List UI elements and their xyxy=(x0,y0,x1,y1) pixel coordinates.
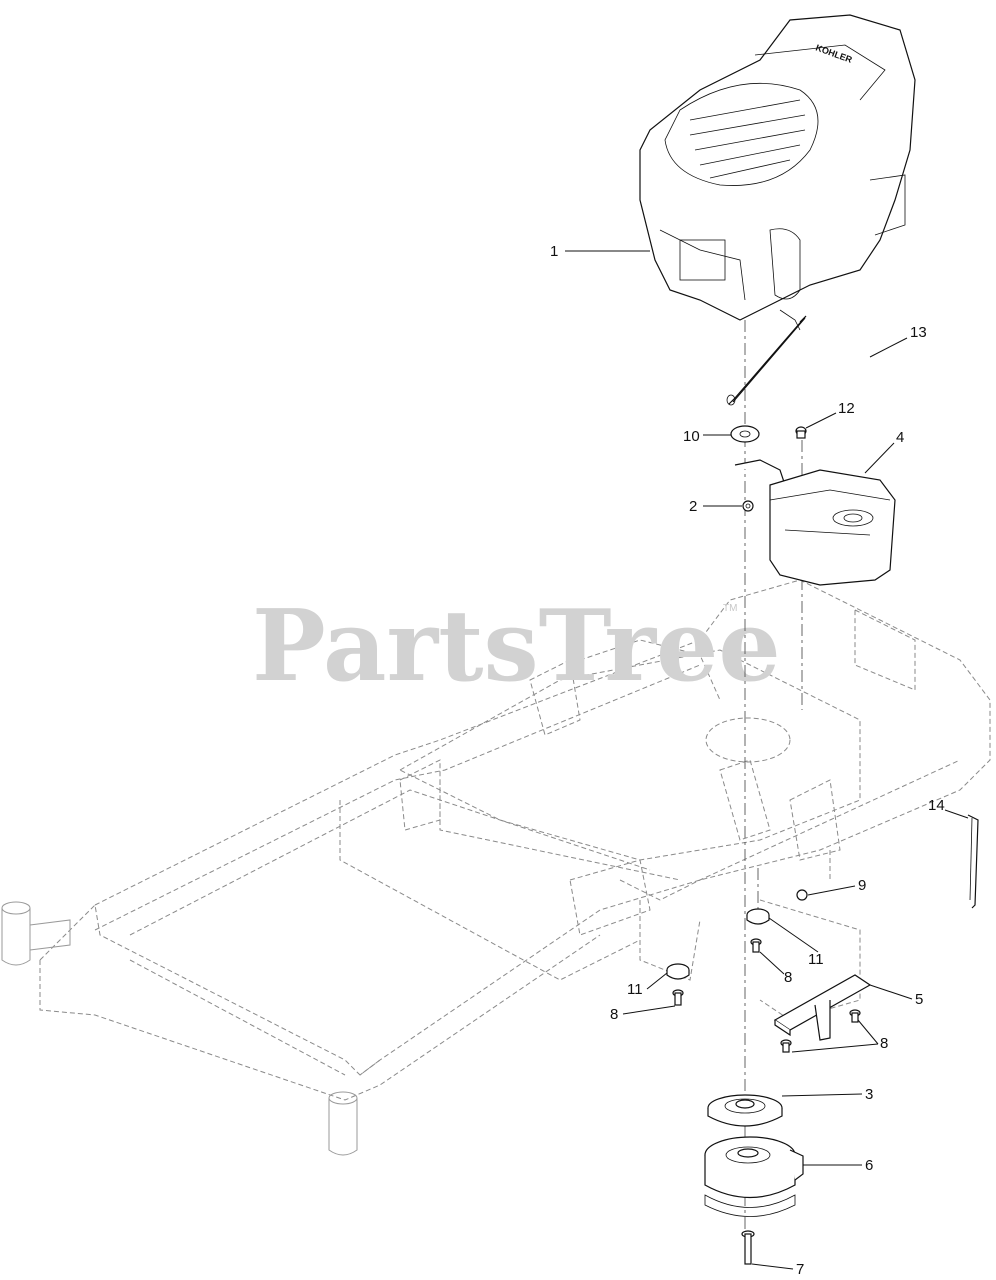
callout-5[interactable]: 5 xyxy=(869,984,923,1008)
svg-text:4: 4 xyxy=(896,429,904,446)
svg-text:9: 9 xyxy=(858,877,866,894)
svg-text:11: 11 xyxy=(808,951,824,968)
spacer-part-11-upper[interactable] xyxy=(746,908,770,925)
callout-2[interactable]: 2 xyxy=(689,498,742,515)
callout-11-upper[interactable]: 11 xyxy=(768,917,824,968)
nut-part-2[interactable] xyxy=(742,500,754,512)
callout-9[interactable]: 9 xyxy=(807,877,866,896)
bolt-part-8-upper[interactable] xyxy=(750,938,762,953)
bolt-part-8-lower[interactable] xyxy=(672,989,684,1006)
watermark-trademark: TM xyxy=(723,603,737,614)
watermark-text: PartsTree xyxy=(252,589,781,704)
svg-text:13: 13 xyxy=(910,324,927,341)
callout-3[interactable]: 3 xyxy=(781,1086,873,1103)
left-caster-post xyxy=(1,901,71,966)
mower-frame xyxy=(1,579,991,1156)
svg-text:10: 10 xyxy=(683,428,700,445)
bolt-part-8-bracket-left[interactable] xyxy=(780,1039,792,1053)
callout-14[interactable]: 14 xyxy=(928,797,969,819)
muffler-part-4[interactable] xyxy=(734,459,896,586)
callout-4[interactable]: 4 xyxy=(864,429,904,474)
callout-8-bracket[interactable]: 8 xyxy=(791,1019,888,1053)
svg-text:12: 12 xyxy=(838,400,855,417)
svg-text:8: 8 xyxy=(784,969,792,986)
callout-7[interactable]: 7 xyxy=(751,1261,804,1278)
svg-text:2: 2 xyxy=(689,498,697,515)
svg-text:7: 7 xyxy=(796,1261,804,1278)
svg-text:5: 5 xyxy=(915,991,923,1008)
callout-13[interactable]: 13 xyxy=(869,324,927,358)
callout-11-lower[interactable]: 11 xyxy=(627,972,668,998)
engine-part-1[interactable]: KOHLER xyxy=(639,14,916,331)
bolt-part-12[interactable] xyxy=(795,426,807,439)
svg-text:1: 1 xyxy=(550,243,558,260)
callout-6[interactable]: 6 xyxy=(803,1157,873,1174)
callout-10[interactable]: 10 xyxy=(683,428,731,445)
svg-text:14: 14 xyxy=(928,797,945,814)
callout-1[interactable]: 1 xyxy=(550,243,650,260)
svg-text:3: 3 xyxy=(865,1086,873,1103)
gasket-part-10[interactable] xyxy=(730,425,760,443)
bolt-part-8-bracket-right[interactable] xyxy=(849,1009,861,1023)
callout-12[interactable]: 12 xyxy=(805,400,855,429)
clutch-part-6[interactable] xyxy=(704,1136,804,1217)
callout-8-lower[interactable]: 8 xyxy=(610,1005,676,1023)
tube-part-13[interactable] xyxy=(726,315,807,406)
callouts: 1 13 12 10 4 2 14 9 xyxy=(550,243,969,1278)
bolt-part-7[interactable] xyxy=(741,1230,755,1265)
pulley-part-3[interactable] xyxy=(707,1094,783,1127)
right-caster-post xyxy=(328,1091,358,1156)
svg-text:8: 8 xyxy=(880,1035,888,1052)
nut-part-9[interactable] xyxy=(796,889,808,901)
svg-text:8: 8 xyxy=(610,1006,618,1023)
cable-tie-part-14[interactable] xyxy=(967,814,979,909)
callout-8-upper[interactable]: 8 xyxy=(759,951,792,986)
spacer-part-11-lower[interactable] xyxy=(666,963,690,980)
svg-text:6: 6 xyxy=(865,1157,873,1174)
bracket-part-5[interactable] xyxy=(773,974,872,1041)
svg-text:11: 11 xyxy=(627,981,643,998)
